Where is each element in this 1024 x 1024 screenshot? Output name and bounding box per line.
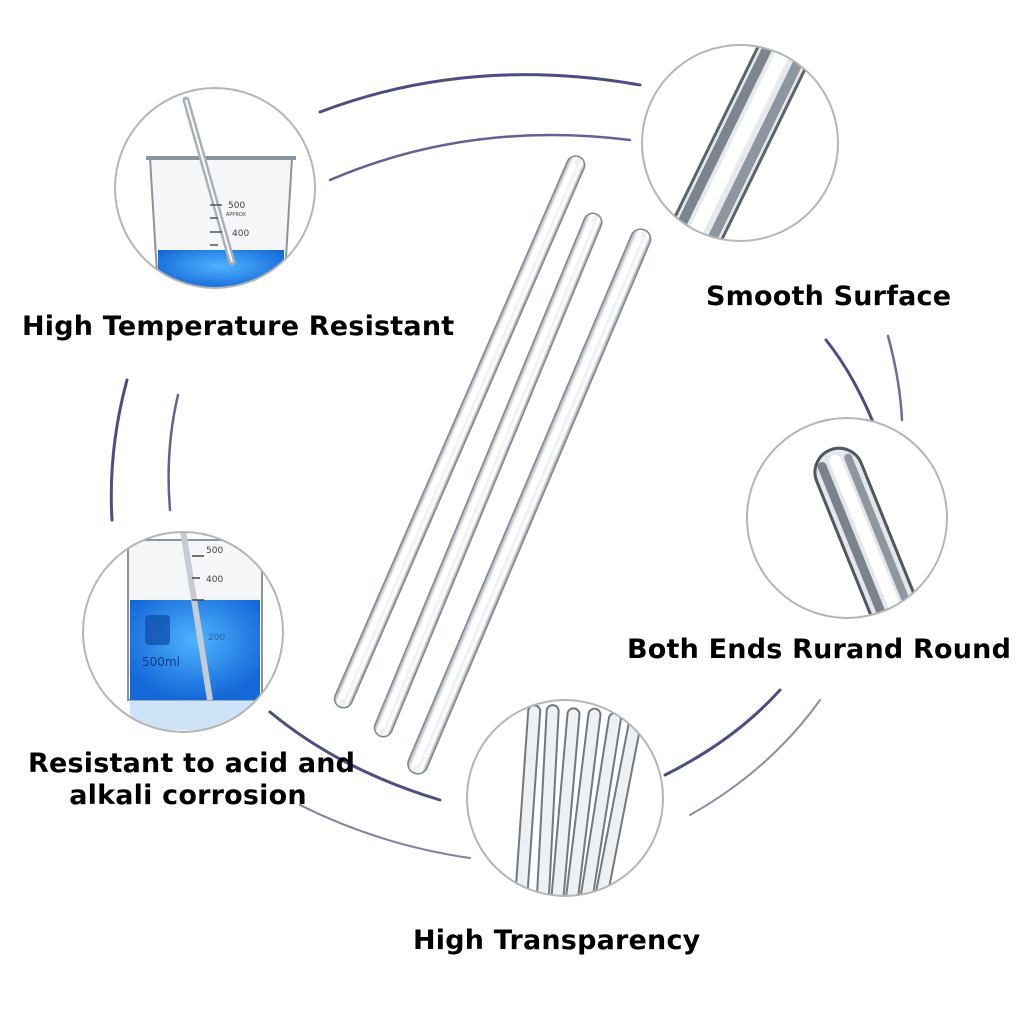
glass-rod: [373, 212, 603, 738]
ring-right-lower: [663, 688, 782, 777]
blue-liquid-beaker-icon: 500 400 200 500ml: [82, 531, 284, 733]
ring-top-inner: [328, 133, 632, 182]
ring-left-inner: [167, 393, 180, 512]
ring-top-outer: [318, 73, 642, 114]
beaker-mark-400b: 400: [206, 575, 223, 585]
rod-closeup-icon: [641, 44, 839, 242]
beaker-mark-400: 400: [232, 229, 249, 239]
feature-label-high-transparency: High Transparency: [413, 925, 701, 956]
background-rings: [109, 73, 904, 859]
feature-label-acid-alkali: Resistant to acid and alkali corrosion: [28, 748, 356, 812]
ring-left-outer: [109, 378, 129, 522]
beaker-mark-approx: APPROX: [226, 212, 247, 218]
beaker-capacity: 500ml: [142, 655, 180, 669]
beaker-with-stirring-rod-icon: 500 APPROX 400: [114, 87, 316, 289]
rounded-rod-end-icon: [746, 417, 948, 619]
beaker-mark-500: 500: [228, 201, 245, 211]
ring-bottom-left: [268, 710, 442, 802]
ring-bottom-left2: [299, 804, 471, 859]
ring-right-inner: [886, 334, 904, 422]
feature-label-acid-line1: Resistant to acid and: [28, 748, 356, 779]
feature-label-both-ends-round: Both Ends Rurand Round: [627, 634, 1012, 665]
glass-rod: [407, 228, 652, 775]
ring-right-lower2: [689, 699, 821, 816]
feature-label-smooth-surface: Smooth Surface: [706, 281, 952, 312]
feature-label-high-temperature: High Temperature Resistant: [22, 311, 455, 342]
glass-rods: [333, 155, 652, 775]
feature-label-acid-line2: alkali corrosion: [69, 780, 307, 811]
beaker-mark-200: 200: [208, 633, 225, 643]
glass-rod: [333, 155, 586, 709]
rod-bundle-icon: [466, 699, 664, 897]
beaker-mark-500b: 500: [206, 546, 223, 556]
